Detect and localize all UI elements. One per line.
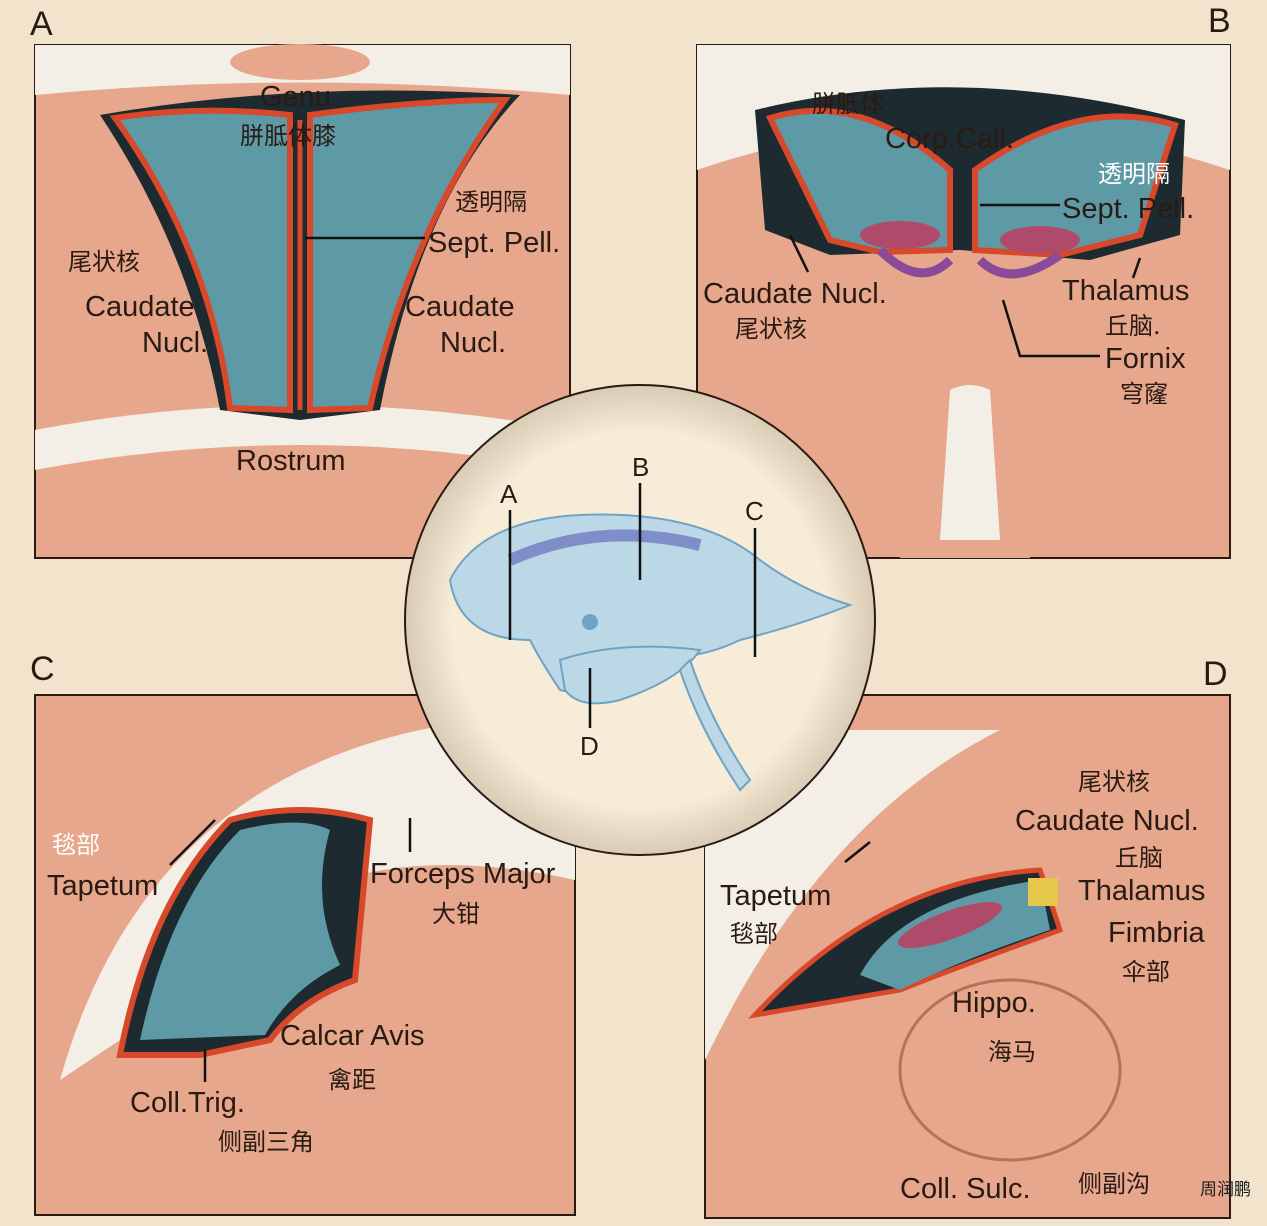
label-caudate: Caudate Nucl. bbox=[1015, 805, 1199, 837]
label-corp-cn: 胼胝体 bbox=[812, 90, 884, 118]
center-label-d: D bbox=[580, 731, 599, 761]
label-coll-sulc-cn: 侧副沟 bbox=[1078, 1170, 1150, 1198]
label-fornix-cn: 穹窿 bbox=[1120, 380, 1168, 408]
label-calcar: Calcar Avis bbox=[280, 1020, 425, 1052]
panel-b-letter: B bbox=[1208, 2, 1231, 40]
label-fimbria-cn: 伞部 bbox=[1122, 958, 1170, 986]
center-label-c: C bbox=[745, 496, 764, 526]
label-genu-cn: 胼胝体膝 bbox=[240, 122, 336, 150]
label-tapetum-cn: 毯部 bbox=[52, 831, 100, 859]
label-calcar-cn: 禽距 bbox=[328, 1066, 376, 1094]
panel-a: A Genu 胼胝体膝 透明隔 Sept. Pell. 尾状核 Caudate … bbox=[30, 5, 571, 559]
panel-b: B 胼胝体 Corp.Call. 透明隔 Sept. Pell. Caudate… bbox=[696, 2, 1231, 559]
label-tapetum: Tapetum bbox=[720, 880, 831, 912]
label-hippo-cn: 海马 bbox=[988, 1038, 1036, 1066]
label-tapetum-cn: 毯部 bbox=[730, 920, 778, 948]
label-sept-cn: 透明隔 bbox=[1098, 160, 1170, 188]
center-label-a: A bbox=[500, 479, 518, 509]
label-caudate-left-2: Nucl. bbox=[142, 327, 208, 359]
label-thalamus-cn: 丘脑. bbox=[1105, 312, 1161, 340]
label-caudate-right-2: Nucl. bbox=[440, 327, 506, 359]
label-fimbria: Fimbria bbox=[1108, 917, 1206, 949]
label-caudate-left-1: Caudate bbox=[85, 291, 195, 323]
label-rostrum: Rostrum bbox=[236, 445, 346, 477]
label-thalamus: Thalamus bbox=[1062, 275, 1189, 307]
label-caudate-cn: 尾状核 bbox=[68, 248, 140, 276]
label-hippo: Hippo. bbox=[952, 987, 1036, 1019]
panel-d: D 尾状核 Caudate Nucl. 丘脑 Thalamus Tapetum … bbox=[704, 655, 1251, 1219]
label-thalamus-cn: 丘脑 bbox=[1115, 844, 1163, 872]
label-caudate-cn: 尾状核 bbox=[1078, 768, 1150, 796]
label-caudate: Caudate Nucl. bbox=[703, 278, 887, 310]
label-forceps-cn: 大钳 bbox=[432, 900, 480, 928]
label-coll-trig-cn: 侧副三角 bbox=[218, 1128, 314, 1156]
label-fornix: Fornix bbox=[1105, 343, 1186, 375]
label-corp: Corp.Call. bbox=[885, 123, 1014, 155]
label-sept: Sept. Pell. bbox=[1062, 193, 1194, 225]
label-caudate-cn: 尾状核 bbox=[735, 315, 807, 343]
panel-c-letter: C bbox=[30, 650, 55, 688]
panel-d-letter: D bbox=[1203, 655, 1228, 693]
label-sept-cn: 透明隔 bbox=[455, 188, 527, 216]
label-genu: Genu bbox=[260, 81, 331, 113]
label-thalamus: Thalamus bbox=[1078, 875, 1205, 907]
center-orientation-view: A B C D bbox=[404, 384, 876, 856]
label-caudate-right-1: Caudate bbox=[405, 291, 515, 323]
label-tapetum: Tapetum bbox=[47, 870, 158, 902]
label-coll-sulc: Coll. Sulc. bbox=[900, 1173, 1031, 1205]
label-sept: Sept. Pell. bbox=[428, 227, 560, 259]
watermark: 周润鹏 bbox=[1200, 1180, 1251, 1200]
label-coll-trig: Coll.Trig. bbox=[130, 1087, 245, 1119]
panel-a-letter: A bbox=[30, 5, 53, 43]
label-forceps: Forceps Major bbox=[370, 858, 556, 890]
center-label-b: B bbox=[632, 452, 649, 482]
